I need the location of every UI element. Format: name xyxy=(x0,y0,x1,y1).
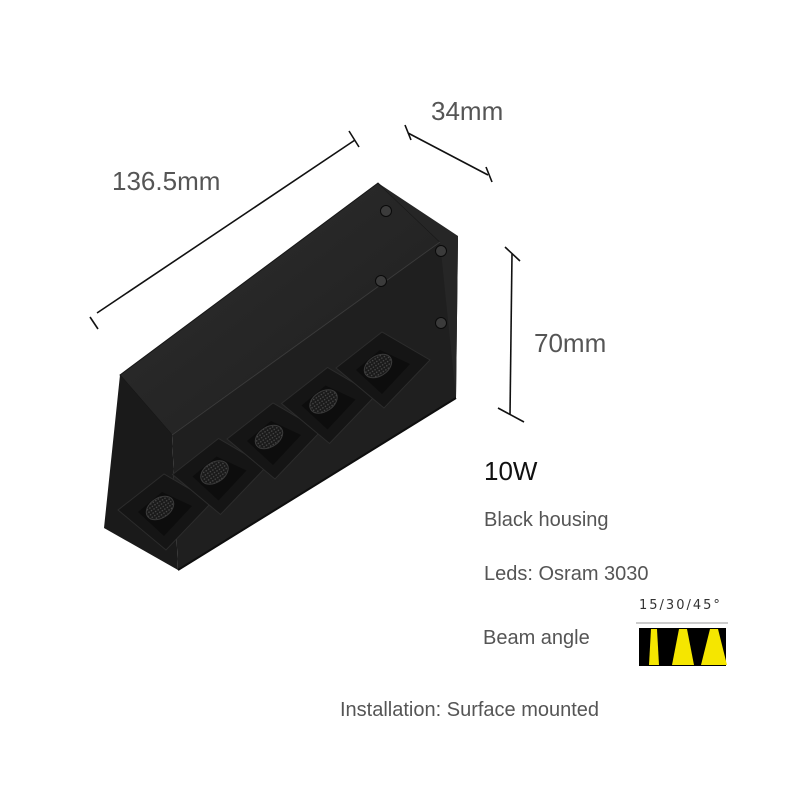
housing-spec: Black housing xyxy=(484,509,609,531)
installation-spec: Installation: Surface mounted xyxy=(340,699,600,721)
led-cell xyxy=(280,366,377,445)
led-array xyxy=(117,331,431,551)
beam-30-icon xyxy=(672,629,694,665)
width-dimension-line xyxy=(404,124,493,183)
housing-screws xyxy=(375,205,447,329)
led-lens xyxy=(254,424,284,450)
led-cell xyxy=(117,473,213,551)
led-lens xyxy=(200,460,229,485)
led-lens xyxy=(145,495,175,521)
beam-45-icon xyxy=(701,629,727,665)
height-dimension-line xyxy=(497,246,525,423)
length-dimension-line xyxy=(89,130,360,330)
length-label: 136.5mm xyxy=(112,166,221,196)
beam-angle-label: Beam angle xyxy=(483,627,590,649)
led-lens xyxy=(363,353,393,379)
housing-end-face xyxy=(378,183,458,398)
width-label: 34mm xyxy=(431,96,504,126)
height-label: 70mm xyxy=(534,328,607,358)
beam-15-icon xyxy=(649,629,659,665)
beam-angle-icon xyxy=(636,622,728,666)
led-spec: Leds: Osram 3030 xyxy=(484,563,649,585)
power-rating: 10W xyxy=(484,456,538,486)
led-cell xyxy=(226,402,322,480)
led-lens xyxy=(309,389,338,414)
led-cell xyxy=(335,331,431,409)
beam-options: 15/30/45° xyxy=(639,598,722,613)
led-cell xyxy=(171,437,268,516)
